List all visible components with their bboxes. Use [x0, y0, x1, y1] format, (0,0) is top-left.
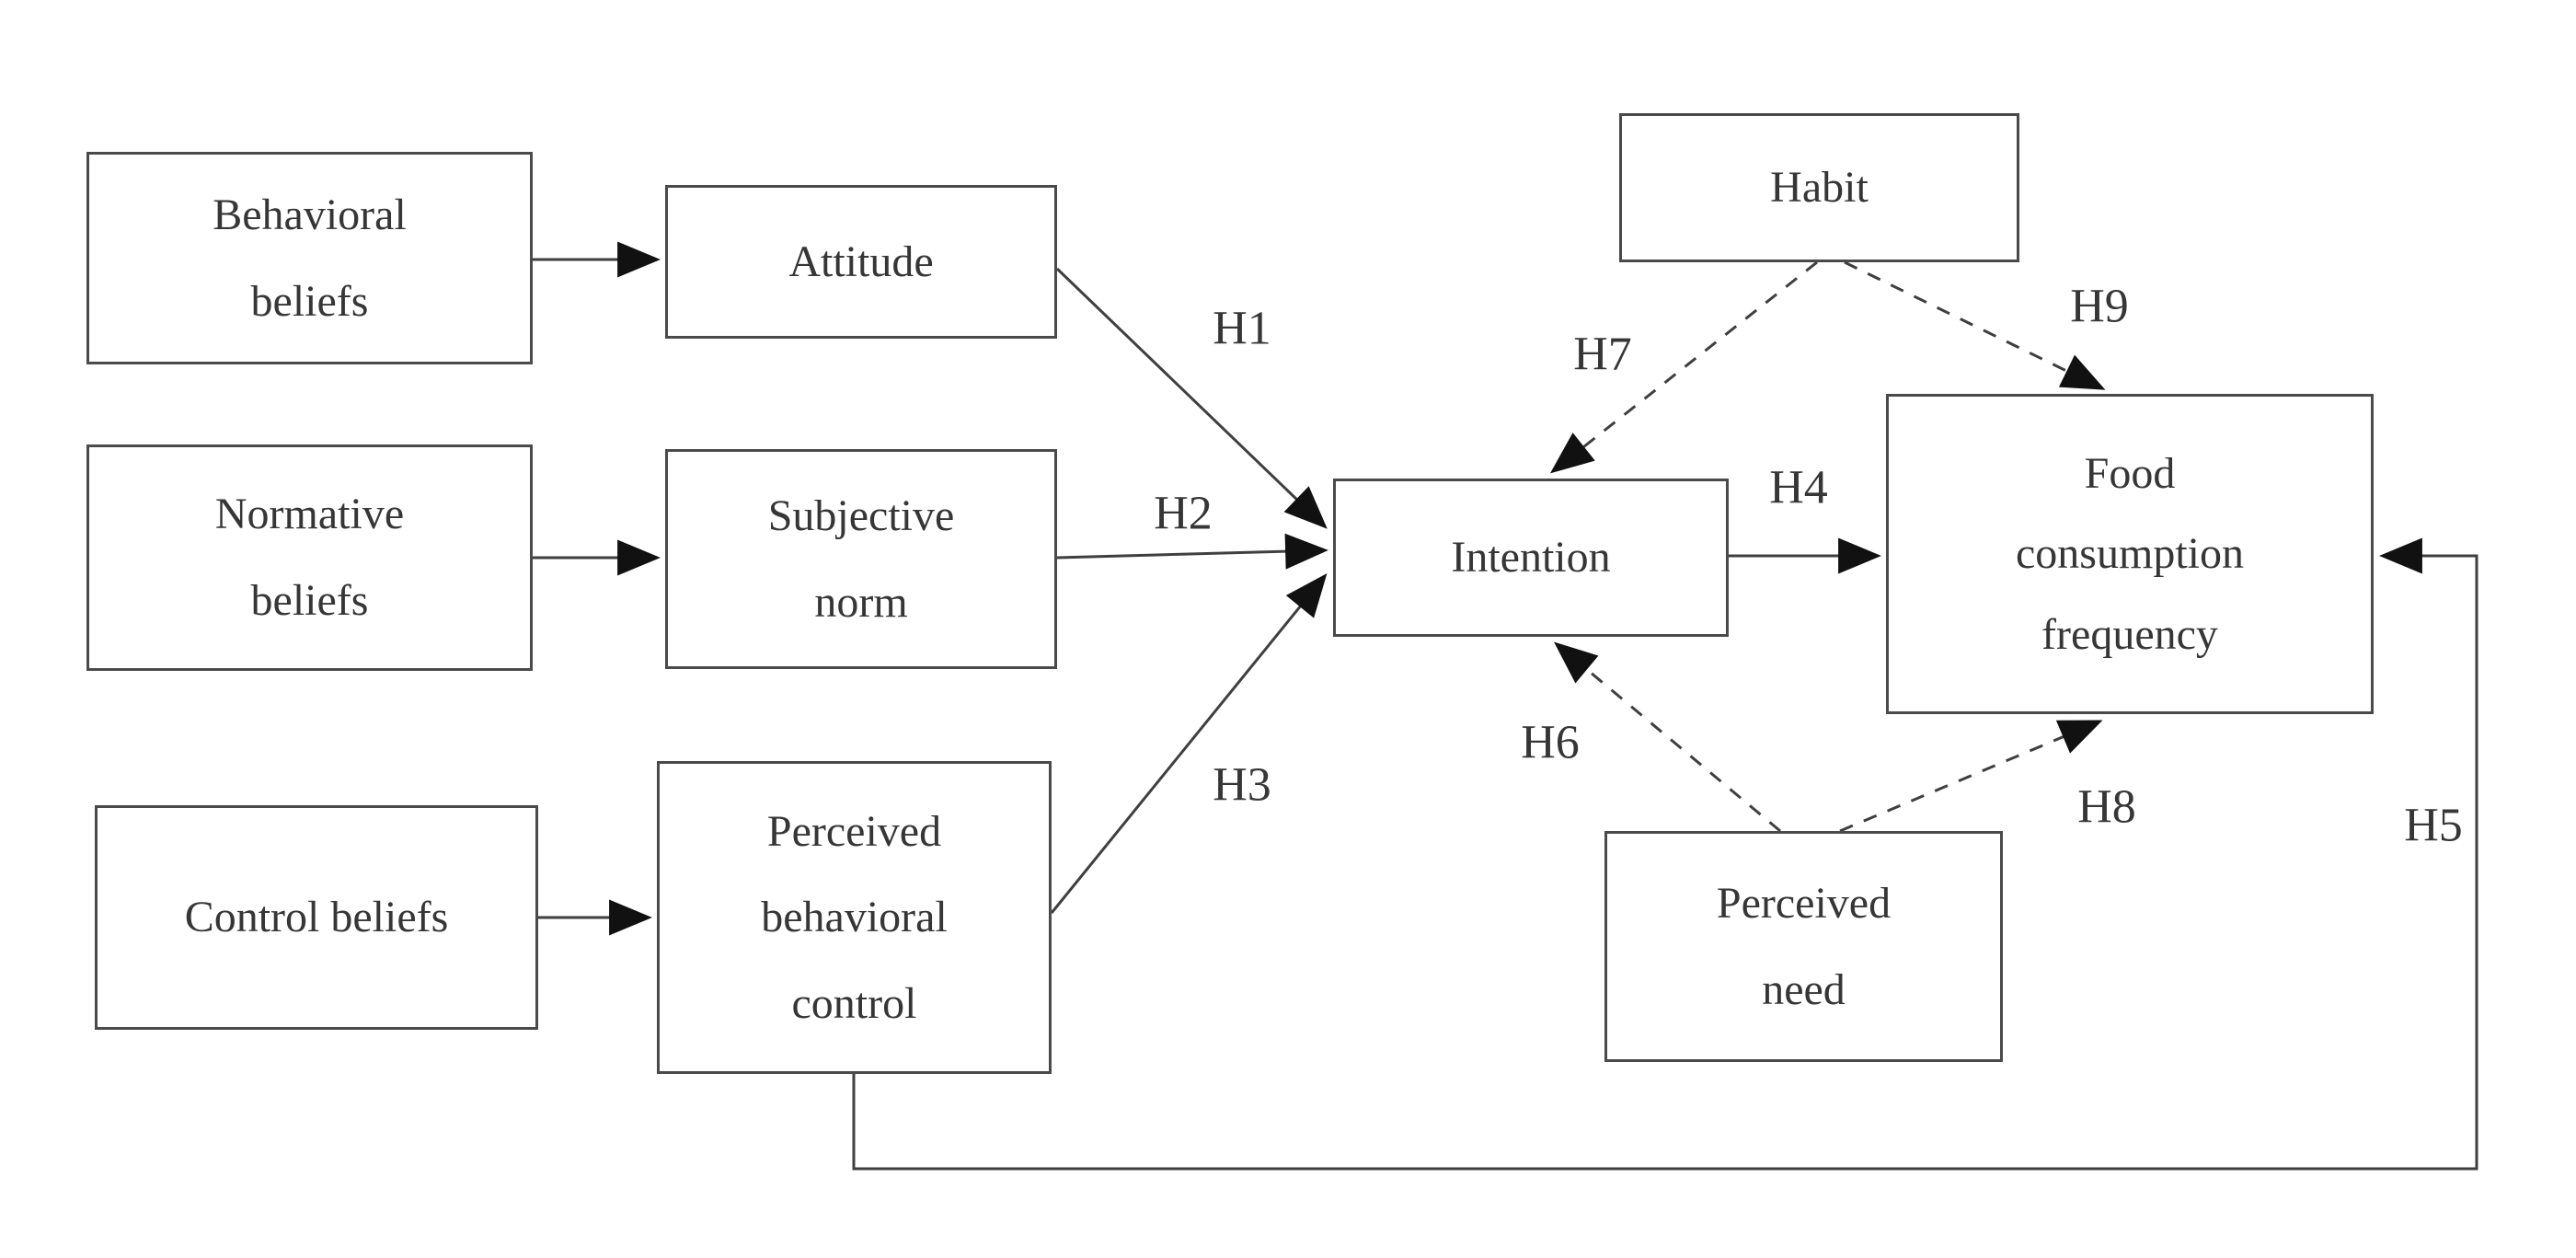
- node-normative-beliefs: Normative beliefs: [86, 444, 533, 671]
- node-attitude: Attitude: [665, 185, 1057, 339]
- node-behavioral-beliefs: Behavioral beliefs: [86, 152, 533, 364]
- hypothesis-label-h5: H5: [2404, 799, 2463, 852]
- node-intention: Intention: [1333, 479, 1729, 637]
- edge-h7-habit-to-intention: [1549, 260, 1818, 474]
- edge-h5-pbc-to-food-feedback: [852, 537, 2478, 1171]
- node-control-beliefs: Control beliefs: [95, 805, 538, 1030]
- node-habit: Habit: [1619, 113, 2019, 262]
- hypothesis-label-h6: H6: [1521, 716, 1580, 769]
- edge-h9-habit-to-food: [1844, 260, 2106, 390]
- node-food-consumption-frequency: Food consumption frequency: [1886, 394, 2374, 714]
- node-subjective-norm: Subjective norm: [665, 449, 1057, 669]
- edge-h1-attitude-to-intention: [1055, 267, 1328, 529]
- node-perceived-behavioral-control: Perceived behavioral control: [657, 761, 1052, 1074]
- edge-h3-pbc-to-intention: [1050, 572, 1328, 914]
- edge-h6-perceived-need-to-intention: [1554, 641, 1781, 833]
- hypothesis-label-h4: H4: [1769, 461, 1828, 514]
- hypothesis-label-h7: H7: [1573, 328, 1632, 381]
- node-perceived-need: Perceived need: [1604, 831, 2003, 1062]
- hypothesis-label-h2: H2: [1154, 487, 1213, 540]
- edge-h2-subjective-norm-to-intention: [1056, 533, 1328, 570]
- hypothesis-label-h3: H3: [1213, 758, 1271, 812]
- hypothesis-label-h1: H1: [1213, 302, 1271, 355]
- hypothesis-label-h8: H8: [2077, 780, 2136, 834]
- edge-h8-perceived-need-to-food: [1839, 720, 2103, 833]
- hypothesis-label-h9: H9: [2070, 280, 2129, 333]
